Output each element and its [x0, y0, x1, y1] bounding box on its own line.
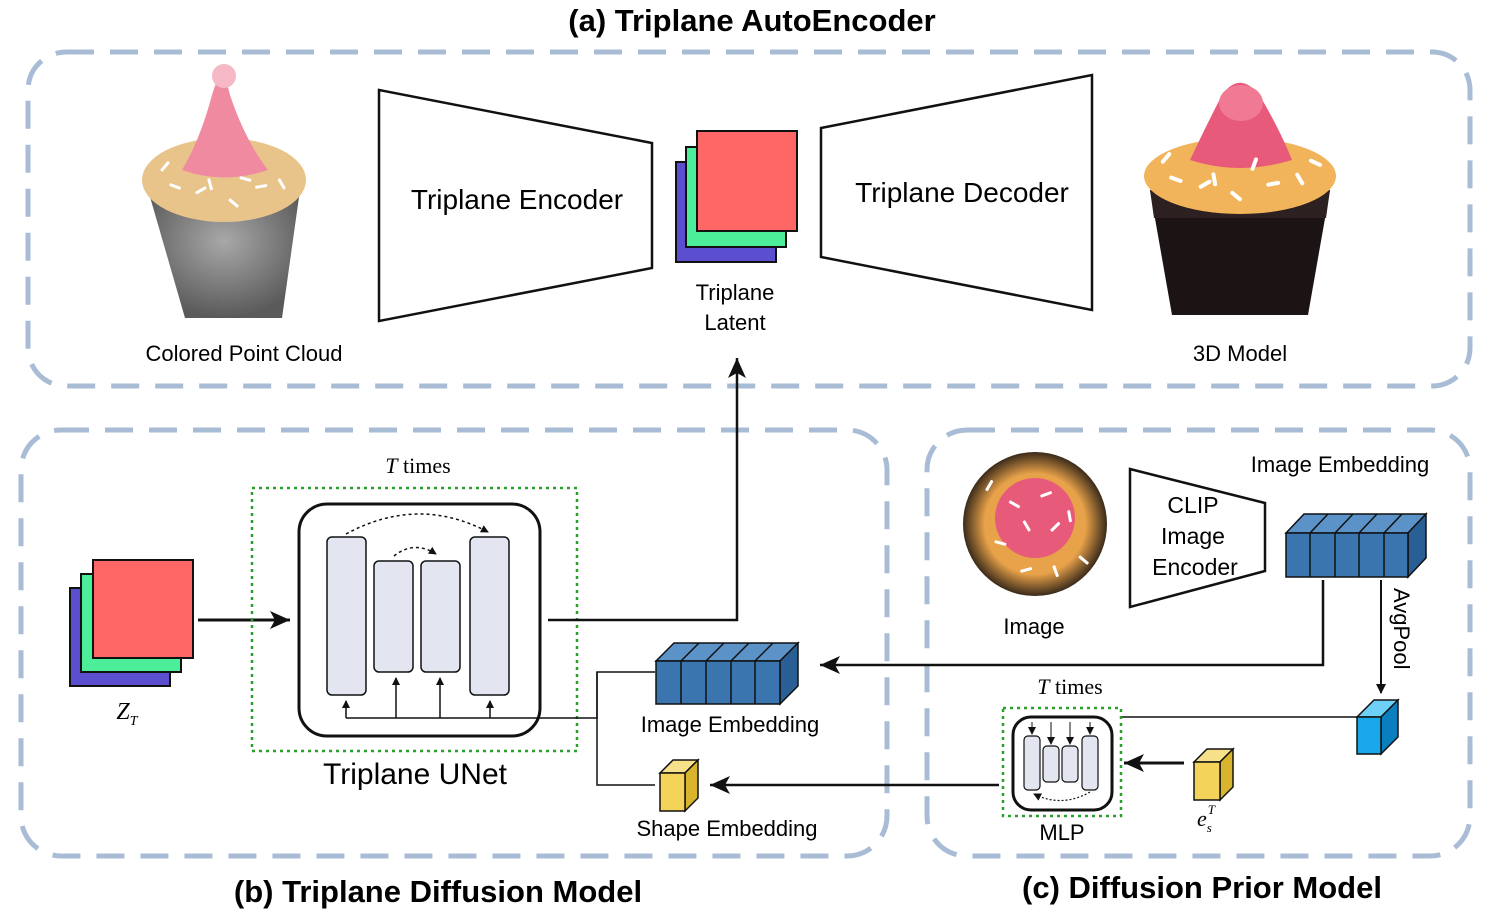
mlp-label: MLP	[1039, 820, 1084, 845]
image-label: Image	[1003, 614, 1064, 639]
mlp-block-3	[1061, 745, 1079, 783]
triplane-unet-label: Triplane UNet	[323, 758, 508, 791]
mlp-t-suffix: times	[1050, 674, 1103, 699]
3d-model-cupcake-image	[1144, 82, 1336, 315]
triplane-decoder-label: Triplane Decoder	[855, 177, 1069, 208]
unet-t-var: T	[385, 453, 399, 478]
section-a-border	[25, 49, 1473, 389]
unet-block-1	[326, 536, 367, 696]
unet-block-2	[373, 560, 414, 673]
section-c-border	[924, 427, 1473, 859]
z-subscript: T	[130, 714, 139, 729]
shape-embedding-block	[658, 758, 700, 813]
image-embedding-tensor-c	[1284, 512, 1428, 579]
triplane-latent-stack	[675, 130, 798, 263]
mlp-block-4	[1081, 735, 1099, 791]
triplane-encoder-label: Triplane Encoder	[411, 184, 623, 215]
clip-label-line2: Image	[1161, 523, 1225, 549]
triplane-latent-label-line2: Latent	[704, 310, 765, 335]
section-b-border	[18, 427, 890, 859]
unet-t-suffix: times	[398, 453, 451, 478]
section-c-prior: (c) Diffusion Prior Model Image CLIP Ima…	[710, 427, 1473, 905]
3d-model-label: 3D Model	[1193, 341, 1287, 366]
arrow-unet-to-latent	[548, 358, 746, 622]
unet-t-times-label: T times	[385, 453, 450, 478]
embedding-join-line	[596, 671, 655, 786]
mlp-skip	[1033, 791, 1091, 802]
latent-plane-red	[696, 130, 798, 232]
clip-label-line1: CLIP	[1167, 492, 1218, 518]
noise-latent-stack	[69, 559, 194, 687]
mlp-t-var: T	[1037, 674, 1051, 699]
mlp-loop-dotted-box	[1001, 706, 1123, 818]
mlp-block-2	[1042, 745, 1060, 783]
pooled-embedding-block	[1355, 698, 1400, 756]
noise-plane-red	[92, 559, 194, 659]
clip-image-encoder-block	[1128, 467, 1267, 609]
triplane-decoder-block	[819, 73, 1094, 312]
input-image-cupcake-top	[963, 452, 1107, 596]
point-cloud-cupcake-image	[142, 64, 306, 318]
arrow-embedding-to-unet-condition	[820, 580, 1325, 674]
avgpool-label: AvgPool	[1389, 588, 1414, 670]
section-a-autoencoder: (a) Triplane AutoEncoder Colored Point C…	[25, 3, 1473, 389]
unet-block-4	[469, 536, 510, 696]
section-c-title: (c) Diffusion Prior Model	[1022, 870, 1382, 905]
z-t-label: ZT	[116, 699, 138, 729]
section-a-title: (a) Triplane AutoEncoder	[568, 3, 935, 38]
image-embedding-label-b: Image Embedding	[641, 712, 820, 737]
z-var: Z	[116, 699, 130, 725]
unet-block-3	[420, 560, 461, 673]
point-cloud-label: Colored Point Cloud	[146, 341, 343, 366]
shape-embedding-label: Shape Embedding	[636, 816, 817, 841]
image-embedding-tensor-b	[654, 641, 800, 706]
e-var: e	[1197, 806, 1207, 831]
e-sup: T	[1208, 802, 1216, 817]
clip-label-line3: Encoder	[1152, 554, 1238, 580]
section-b-diffusion: (b) Triplane Diffusion Model ZT T times	[18, 427, 890, 909]
triplane-encoder-block	[377, 88, 654, 323]
e-sub: s	[1207, 820, 1212, 835]
mlp-t-times-label: T times	[1037, 674, 1102, 699]
e-s-t-label: esT	[1197, 802, 1216, 835]
noise-shape-embedding-block	[1192, 747, 1235, 802]
image-embedding-label-c: Image Embedding	[1251, 452, 1430, 477]
mlp-block-1	[1023, 735, 1041, 791]
unet-skip-outer	[345, 513, 489, 535]
section-b-title: (b) Triplane Diffusion Model	[234, 874, 642, 909]
triplane-latent-label-line1: Triplane	[696, 280, 775, 305]
